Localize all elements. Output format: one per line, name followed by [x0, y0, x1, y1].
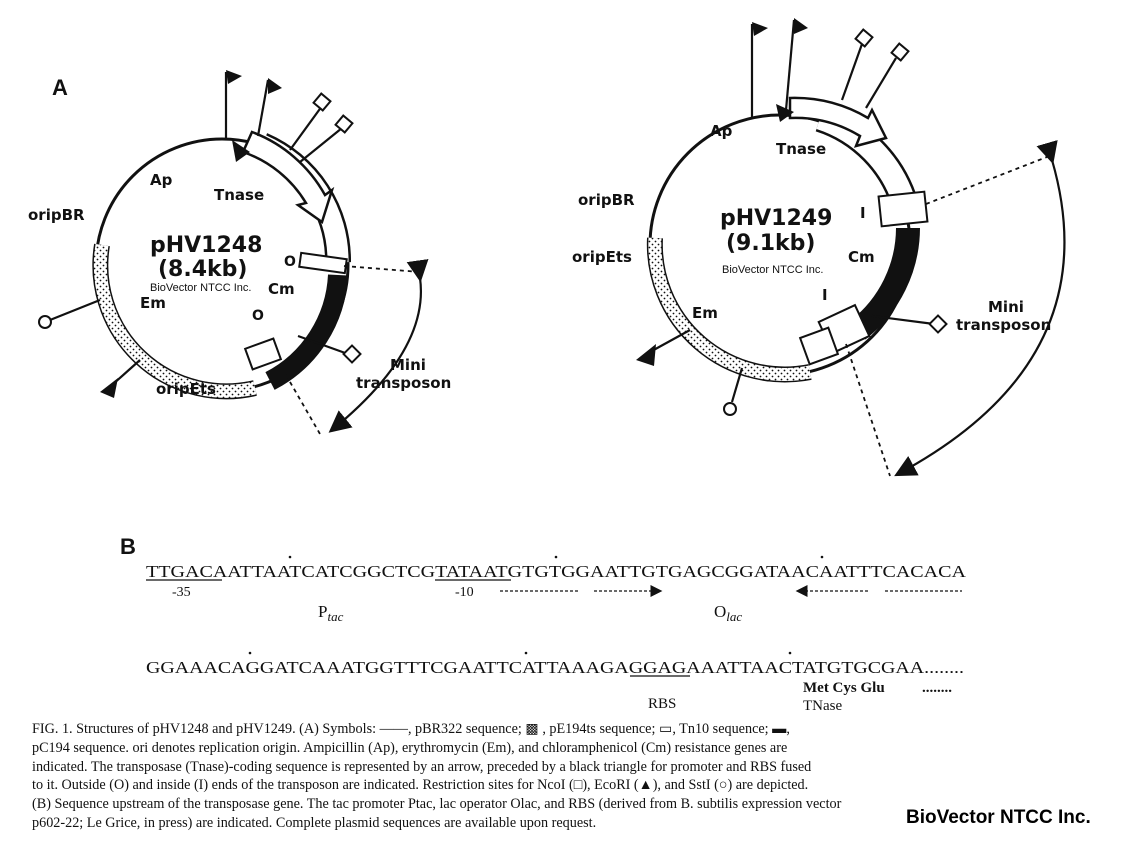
label-ap-left: Ap [150, 171, 173, 189]
caption-line-4: to it. Outside (O) and inside (I) ends o… [32, 777, 809, 794]
tnase-arrow-left [241, 130, 335, 225]
label-cm-right: Cm [848, 248, 875, 266]
ecori-site-2-left [268, 78, 282, 94]
caption-line-2: pC194 sequence. ori denotes replication … [32, 739, 788, 756]
label-ptac: Ptac [318, 602, 344, 624]
watermark-small-left: BioVector NTCC Inc. [150, 282, 251, 294]
plasmid-size-right: (9.1kb) [726, 231, 815, 256]
label-olac: Olac [714, 602, 742, 624]
ecori-site-1-right [752, 22, 768, 36]
label-minus10: -10 [455, 585, 474, 600]
panel-a-letter: A [52, 75, 68, 100]
i-end-top-right [877, 190, 929, 228]
ncoi-site-3-right [928, 314, 948, 334]
ssti-site-right [723, 402, 737, 416]
i-end-bottom-cap-right [798, 326, 840, 366]
label-ap-right: Ap [710, 122, 733, 140]
label-transposon-right: transposon [956, 316, 1051, 334]
watermark-small-right: BioVector NTCC Inc. [722, 264, 823, 276]
caption-line-6: p602-22; Le Grice, in press) are indicat… [32, 814, 597, 831]
label-aa-dots: ........ [922, 680, 952, 696]
label-i-bottom-right: I [822, 286, 828, 304]
panel-b-letter: B [120, 534, 136, 559]
label-mini-right: Mini [988, 298, 1024, 316]
label-transposon-left: transposon [356, 374, 451, 392]
caption-line-5: (B) Sequence upstream of the transposase… [32, 796, 842, 813]
mini-transposon-bracket-left [328, 259, 429, 433]
label-minus35: -35 [172, 585, 191, 600]
label-o-top-left: O [284, 254, 296, 270]
label-i-top-right: I [860, 204, 866, 222]
caption-line-1: FIG. 1. Structures of pHV1248 and pHV124… [32, 721, 790, 737]
label-em-left: Em [140, 294, 166, 312]
sequence-line-1: TTGACAATTAATCATCGGCTCGTATAATGTGTGGAATTGT… [146, 562, 967, 581]
pc194-segment-right [850, 227, 920, 340]
pe194ts-fill-left [93, 243, 257, 398]
label-em-right: Em [692, 304, 718, 322]
tnase-arrow-right [788, 96, 888, 148]
figure-caption: FIG. 1. Structures of pHV1248 and pHV124… [32, 720, 1114, 833]
ecori-site-3-right [636, 344, 656, 366]
label-tnase-right: Tnase [776, 140, 826, 158]
ecori-site-3-left [100, 378, 118, 398]
pe194ts-segment-right [646, 237, 812, 383]
label-oripbr-left: oripBR [28, 206, 85, 224]
promoter-triangle-left [232, 140, 250, 162]
sequence-line-2: GGAAACAGGATCAAATGGTTTCGAATTCATTAAAGAGGAG… [146, 658, 964, 677]
ecori-site-1-left [226, 70, 242, 84]
label-mini-left: Mini [390, 356, 426, 374]
label-o-bottom-left: O [252, 308, 264, 324]
label-cm-left: Cm [268, 280, 295, 298]
promoter-triangle-right [776, 104, 794, 122]
ncoi-site-1-left [312, 92, 332, 112]
plasmid-name-right: pHV1249 [720, 206, 832, 231]
ncoi-site-2-right [890, 42, 910, 62]
ncoi-site-2-left [334, 114, 354, 134]
ncoi-site-1-right [854, 28, 874, 48]
plasmid-name-left: pHV1248 [150, 233, 262, 258]
ecori-site-2-right [794, 18, 808, 34]
label-tnase-left: Tnase [214, 186, 264, 204]
label-oripets-right: oripEts [572, 248, 632, 266]
caption-line-3: indicated. The transposase (Tnase)-codin… [32, 758, 812, 775]
label-oripets-left: oripEts [156, 380, 216, 398]
mini-transposon-bracket-right [894, 140, 1066, 477]
pe194ts-fill-right [648, 237, 812, 381]
label-met-cys-glu: Met Cys Glu [803, 680, 885, 696]
label-rbs: RBS [648, 696, 676, 712]
plasmid-phv1248: Ap Tnase oripBR Em oripEts Cm O O pHV124… [28, 70, 451, 435]
label-oripbr-right: oripBR [578, 191, 635, 209]
o-end-bottom-left [243, 337, 283, 371]
ncoi-site-3-left [342, 344, 362, 364]
label-tnase-b: TNase [803, 698, 842, 714]
plasmid-size-left: (8.4kb) [158, 257, 247, 282]
ssti-site-left [38, 315, 52, 329]
plasmid-phv1249: Ap Tnase oripBR oripEts Em Cm I I pHV124… [572, 18, 1066, 477]
